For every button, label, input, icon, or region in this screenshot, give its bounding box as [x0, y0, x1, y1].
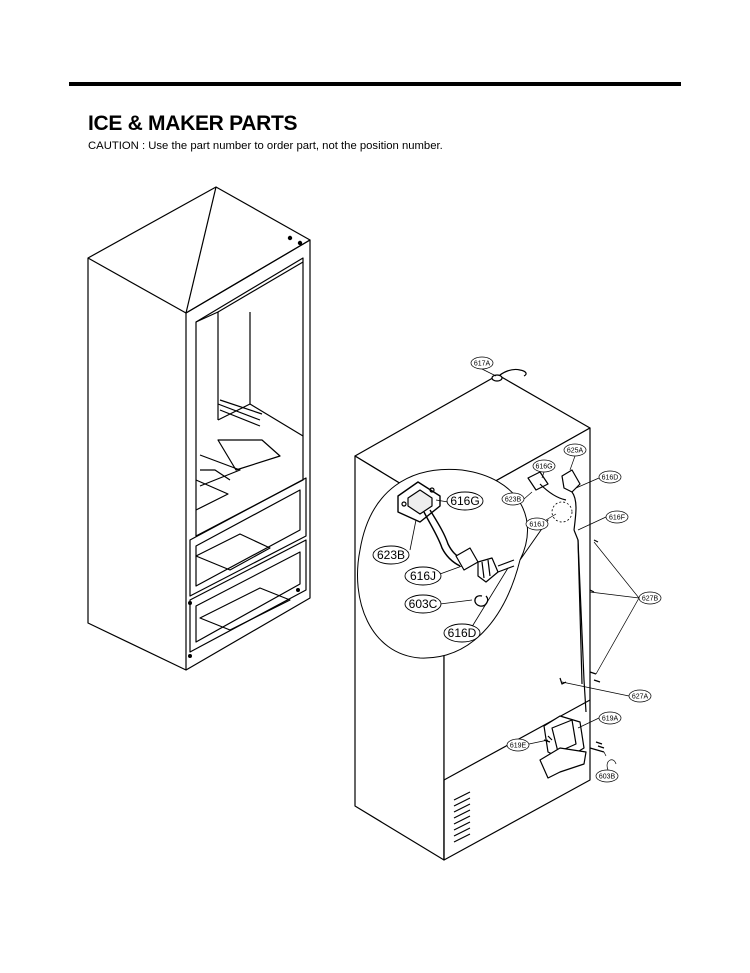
callout-616G: 616G [535, 464, 552, 471]
top-rule [69, 82, 681, 86]
detail-bubble [357, 468, 549, 659]
callout-623B: 623B [505, 497, 522, 504]
callout-619E: 619E [510, 743, 527, 750]
detail-callout-616J: 616J [410, 569, 436, 583]
callout-616D: 616D [602, 475, 619, 482]
detail-callout-616G: 616G [450, 494, 479, 508]
callout-627B: 627B [642, 596, 659, 603]
callout-603B: 603B [599, 774, 616, 781]
callout-619A: 619A [602, 716, 619, 723]
callout-617A: 617A [474, 361, 491, 368]
detail-callout-603C: 603C [409, 597, 438, 611]
page-title: ICE & MAKER PARTS [88, 112, 298, 135]
callout-616J: 616J [529, 522, 544, 529]
callout-627A: 627A [632, 694, 649, 701]
callout-616F: 616F [609, 515, 625, 522]
detail-callout-616D: 616D [448, 626, 477, 640]
callout-625A: 625A [567, 448, 584, 455]
front-cabinet [87, 186, 311, 671]
caution-note: CAUTION : Use the part number to order p… [88, 140, 443, 152]
detail-burst [551, 501, 573, 523]
detail-callout-623B: 623B [377, 548, 405, 562]
